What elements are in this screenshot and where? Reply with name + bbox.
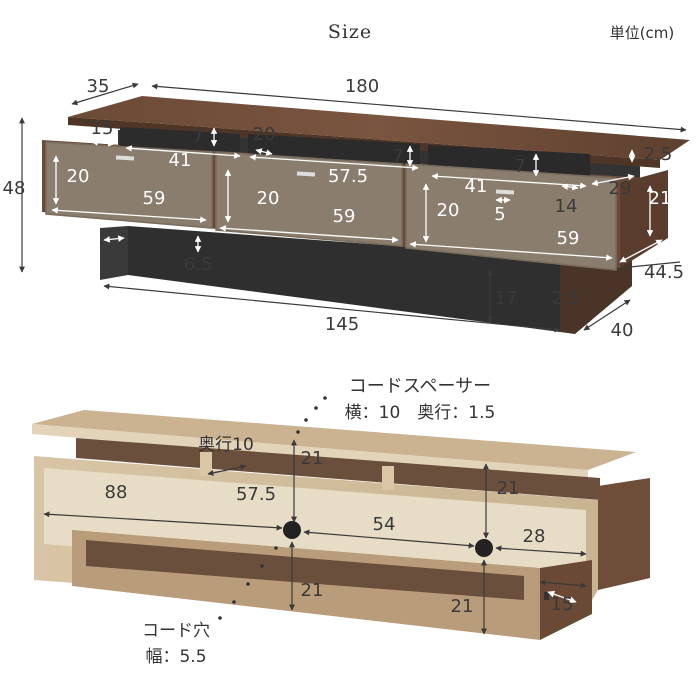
top-furniture-illustration xyxy=(42,96,690,334)
label-base-depth: 40 xyxy=(611,320,634,341)
bottom-white-lines xyxy=(547,590,577,604)
label-spacer-height: 21 xyxy=(301,448,324,469)
top-dimension-lines xyxy=(19,82,687,333)
label-drawer-left-h: 20 xyxy=(67,166,90,187)
label-base-inset: 7.5 xyxy=(100,246,129,267)
label-leg-width: 15 xyxy=(551,594,574,615)
leader-dots xyxy=(218,396,327,620)
label-hole-distance: 54 xyxy=(373,514,396,535)
hole-spec: 幅：5.5 xyxy=(145,647,206,667)
spacer-depth-label: 奥行10 xyxy=(198,435,254,455)
label-leg-thickness: 2.5 xyxy=(552,288,581,309)
label-top-overhang: 15 xyxy=(91,118,114,139)
label-open-center-width: 57.5 xyxy=(328,166,368,187)
white-dimension-lines xyxy=(51,127,663,263)
page-title: Size xyxy=(328,21,372,43)
label-top-gap: 20 xyxy=(253,124,276,145)
label-left-offset: 88 xyxy=(105,482,128,503)
label-handle-width: 5 xyxy=(494,204,505,225)
label-depth-top: 35 xyxy=(87,76,110,97)
label-top-thickness: 2.5 xyxy=(644,144,673,165)
label-open-right-depth: 29 xyxy=(609,178,632,199)
label-shelf-gap-right2: 7 xyxy=(514,156,525,177)
label-body-depth: 44.5 xyxy=(644,262,684,283)
label-height: 48 xyxy=(3,178,26,199)
hole-title: コード穴 xyxy=(142,621,210,641)
cord-hole-right-icon xyxy=(475,539,493,557)
label-drawer-right-w: 59 xyxy=(557,228,580,249)
label-drawer-center-h: 20 xyxy=(257,188,280,209)
label-drawer-center-w: 59 xyxy=(333,206,356,227)
unit-label: 単位(cm) xyxy=(610,24,675,42)
label-lower-height-right: 21 xyxy=(451,596,474,617)
label-open-width: 57.5 xyxy=(236,484,276,505)
label-leg-height: 17 xyxy=(495,288,518,309)
label-overall-width: 180 xyxy=(345,76,379,97)
label-side-height: 21 xyxy=(649,188,672,209)
bottom-dimension-lines xyxy=(43,439,587,635)
spacer-spec: 横：10 奥行：1.5 xyxy=(345,403,496,423)
spacer-title: コードスペーサー xyxy=(349,376,491,397)
label-drawer-left-w: 59 xyxy=(143,188,166,209)
bottom-furniture-illustration xyxy=(32,410,650,640)
label-drawer-right-h: 20 xyxy=(437,200,460,221)
label-right-height: 21 xyxy=(497,478,520,499)
label-open-right-width: 41 xyxy=(465,176,488,197)
label-shelf-gap-right: 7 xyxy=(392,146,403,167)
label-base-width: 145 xyxy=(325,314,359,335)
label-base-gap: 6.5 xyxy=(184,254,213,275)
label-lower-height-left: 21 xyxy=(301,580,324,601)
cord-hole-left-icon xyxy=(283,521,301,539)
label-shelf-gap-left: 7 xyxy=(192,126,203,147)
label-right-offset: 28 xyxy=(523,526,546,547)
label-open-left-width: 41 xyxy=(169,150,192,171)
label-handle-gap: 14 xyxy=(555,196,578,217)
